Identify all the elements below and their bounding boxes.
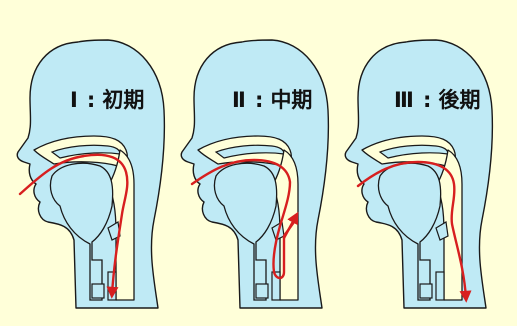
panel-stage-1: Ⅰ : 初期: [17, 40, 164, 308]
panel-stage-3: Ⅲ : 後期: [345, 40, 492, 308]
panel-title-2: Ⅱ : 中期: [232, 88, 312, 112]
stage-numeral-2: Ⅱ: [232, 88, 246, 112]
stage-numeral-1: Ⅰ: [70, 88, 78, 112]
head-silhouette-2: [181, 40, 328, 308]
stage-separator-1: :: [87, 88, 95, 112]
stage-numeral-3: Ⅲ: [394, 88, 414, 112]
stage-name-2: 中期: [270, 88, 312, 112]
stage-separator-3: :: [423, 88, 431, 112]
head-silhouette-3: [345, 40, 492, 308]
stage-name-3: 後期: [438, 88, 480, 112]
stage-separator-2: :: [255, 88, 263, 112]
stage-name-1: 初期: [102, 88, 144, 112]
panel-stage-2: Ⅱ : 中期: [181, 40, 328, 308]
panel-title-1: Ⅰ : 初期: [70, 88, 144, 112]
head-silhouette-1: [17, 40, 164, 308]
